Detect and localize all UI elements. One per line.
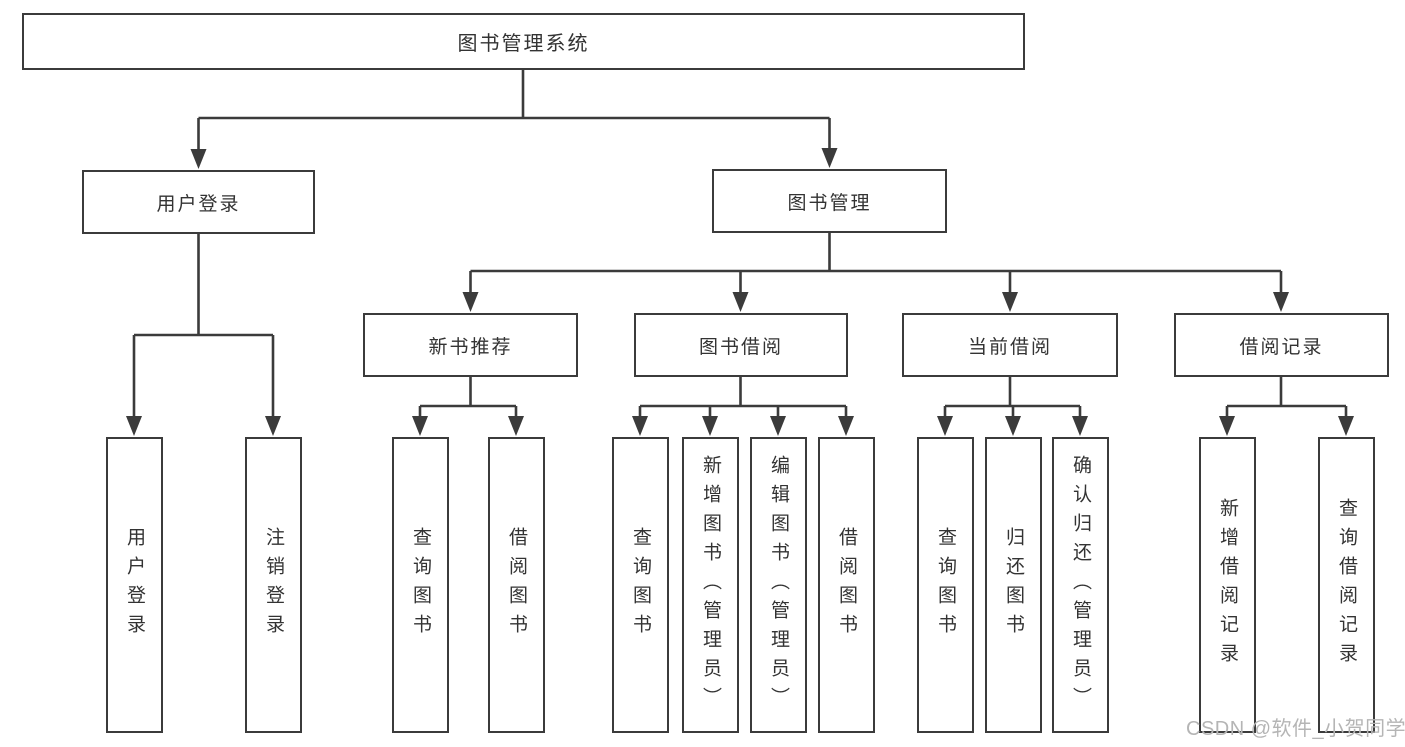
node-library-system: 图书管理系统: [22, 13, 1025, 70]
leaf-query-borrow-record: 查询借阅记录: [1318, 437, 1375, 733]
arrowhead: [412, 416, 428, 436]
arrowhead: [838, 416, 854, 436]
leaf-borrow-books-borrowing: 借阅图书: [818, 437, 875, 733]
arrowhead: [126, 416, 142, 436]
node-new-book-recommend: 新书推荐: [363, 313, 578, 377]
arrowhead: [937, 416, 953, 436]
arrowhead: [821, 148, 838, 168]
arrowhead: [190, 149, 207, 169]
arrowhead: [1219, 416, 1235, 436]
leaf-return-books: 归还图书: [985, 437, 1042, 733]
node-user-login: 用户登录: [82, 170, 315, 234]
node-current-borrowing: 当前借阅: [902, 313, 1118, 377]
arrowhead: [732, 292, 749, 312]
node-book-borrowing: 图书借阅: [634, 313, 848, 377]
arrowhead: [1005, 416, 1021, 436]
arrowhead: [1002, 292, 1018, 312]
watermark: CSDN @软件_小贺同学: [1186, 718, 1405, 740]
arrowhead: [770, 416, 786, 436]
leaf-add-book-admin: 新增图书（管理员）: [682, 437, 739, 733]
arrowhead: [508, 416, 524, 436]
leaf-query-books-current: 查询图书: [917, 437, 974, 733]
arrowhead: [1072, 416, 1088, 436]
leaf-logout: 注销登录: [245, 437, 302, 733]
leaf-query-books-recommend: 查询图书: [392, 437, 449, 733]
arrowhead: [265, 416, 281, 436]
leaf-edit-book-admin: 编辑图书（管理员）: [750, 437, 807, 733]
arrowhead: [702, 416, 718, 436]
arrowhead: [1273, 292, 1289, 312]
arrowhead: [1338, 416, 1354, 436]
leaf-user-login: 用户登录: [106, 437, 163, 733]
arrowhead: [462, 292, 479, 312]
connector-path: [132, 70, 1348, 420]
node-borrowing-records: 借阅记录: [1174, 313, 1389, 377]
leaf-query-books-borrowing: 查询图书: [612, 437, 669, 733]
leaf-confirm-return-admin: 确认归还（管理员）: [1052, 437, 1109, 733]
arrowhead: [632, 416, 648, 436]
leaf-add-borrow-record: 新增借阅记录: [1199, 437, 1256, 733]
leaf-borrow-books-recommend: 借阅图书: [488, 437, 545, 733]
node-book-management: 图书管理: [712, 169, 947, 233]
